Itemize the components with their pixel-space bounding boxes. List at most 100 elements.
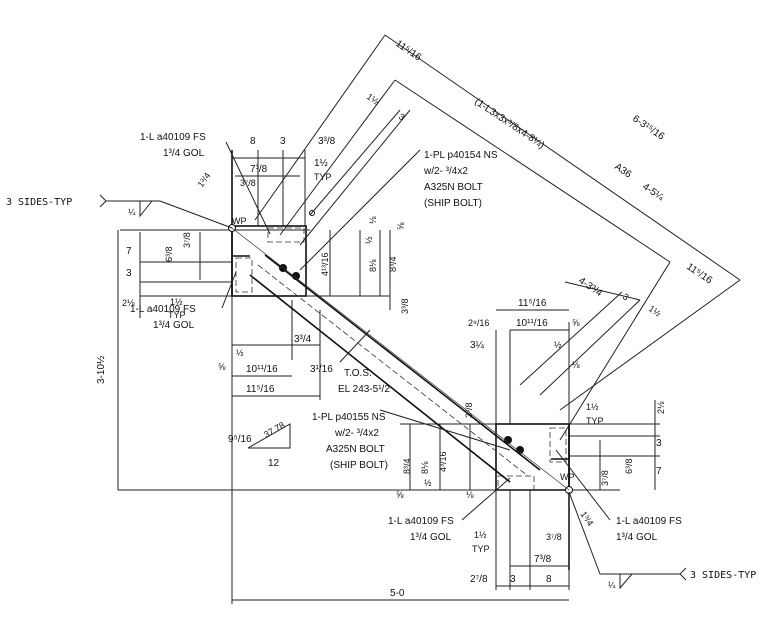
- wp-lower-label: WP: [560, 472, 575, 482]
- weld-fillet-left: [139, 200, 153, 218]
- weld-arrow-left: [159, 200, 233, 229]
- dim-top-3: 3: [280, 136, 286, 147]
- dim-bot-5-8: ⅝: [218, 362, 226, 372]
- dim-r-1-2-b: ½: [424, 478, 432, 488]
- leader-left-angle: [221, 271, 237, 309]
- dim-rb-2-7-8: 2⁷/8: [470, 574, 488, 585]
- dim-bot-10-11-16: 10¹¹/16: [246, 364, 278, 375]
- right-angle-callout: 1-L a40109 FS: [616, 516, 682, 527]
- tos-label: T.O.S.: [344, 368, 372, 379]
- lower-angle-hidden: [549, 427, 567, 463]
- lower-bolts: w/2- ³/4x2: [334, 428, 379, 439]
- dim-left-3-7-8: 3⁷/8: [182, 232, 192, 248]
- dim-r-3-1-4: 3¼: [470, 339, 485, 351]
- bottom-angle-callout: 1-L a40109 FS: [388, 516, 454, 527]
- dim-r-2-1-8: 2⅛: [656, 401, 666, 414]
- dim-rb-typ: TYP: [472, 544, 490, 554]
- brace-member: [231, 34, 741, 491]
- diag-ext-lower: [519, 291, 623, 386]
- dim-mid-1-8: ⅛: [368, 216, 378, 224]
- upper-bolt-spec: A325N BOLT: [424, 182, 483, 193]
- dim-bot-11-5-16: 11⁵/16: [246, 384, 275, 395]
- left-angle-gol: 1³/4 GOL: [153, 320, 195, 331]
- weld-arrow-right: [568, 491, 601, 575]
- dim-mid-1-2: ½: [364, 236, 374, 244]
- dim-r-1-8: ⅛: [572, 360, 580, 370]
- diag-ext-upper: [309, 109, 401, 216]
- upper-angle-gol: 1³/4 GOL: [163, 148, 205, 159]
- dim-mid-5-8: ⅝: [396, 222, 406, 230]
- diag-ext-lower-2: [559, 261, 671, 441]
- brace-edge-top: [264, 254, 541, 471]
- upper-plate-hidden: [267, 227, 305, 243]
- dim-r-5-8-b: ⅝: [396, 490, 404, 500]
- dim-r-4-3-16: 4³/16: [438, 451, 448, 472]
- leader-tos: [339, 329, 371, 363]
- weld-note-left: 3 SIDES-TYP: [6, 197, 72, 208]
- lower-plate-hidden: [497, 475, 535, 491]
- weld-symbol-right: [568, 491, 687, 590]
- dim-diag-3-b: 3: [621, 291, 631, 302]
- dim-mid-3-3-8: 3³/8: [400, 298, 410, 314]
- slope-hyp: 37.78: [262, 420, 287, 440]
- leader-upper-angle: [225, 141, 271, 235]
- dim-left-7: 7: [126, 246, 132, 257]
- dim-r-3: 3: [656, 438, 662, 449]
- dim-diag-3-a: 3: [397, 111, 407, 122]
- lower-ship-bolt: (SHIP BOLT): [330, 460, 388, 471]
- diag-ext-upper: [279, 79, 396, 236]
- member-length: 4-5¼: [640, 181, 666, 204]
- leader-right-angle: [555, 449, 611, 521]
- dim-overall-5-0: 5-0: [390, 588, 405, 599]
- dim-diag-11-5-16-a: 11⁵/16: [393, 38, 423, 63]
- diag-ext-upper: [299, 109, 411, 246]
- brace-centerline: [257, 264, 529, 477]
- dim-mid-4-13-16: 4¹³/16: [320, 252, 330, 276]
- overall-length: 6-3¹⁵/16: [630, 113, 666, 142]
- dim-mid-8-3-4: 8³/4: [388, 256, 398, 272]
- dim-top-1-3-4: 1³/4: [195, 171, 212, 189]
- bolt-lower-1: [504, 436, 512, 444]
- dim-rb-8: 8: [546, 574, 552, 585]
- dim-r-3-7-8: 3⁷/8: [600, 470, 610, 486]
- dim-r-1-3-4: 1³/4: [578, 509, 595, 527]
- dim-r-7: 7: [656, 466, 662, 477]
- weld-tail-right: [679, 567, 687, 581]
- leader-lower-plate: [379, 409, 511, 451]
- dim-left-2-1-8: 2⅛: [122, 298, 135, 308]
- dim-r-1-2: ½: [554, 340, 562, 350]
- weld-note-right: 3 SIDES-TYP: [690, 570, 756, 581]
- dim-left-3: 3: [126, 268, 132, 279]
- lower-bolt-spec: A325N BOLT: [326, 444, 385, 455]
- dim-diag-1-1-2-a: 1½: [365, 91, 381, 107]
- dim-mid-3-3-4: 3³/4: [294, 334, 312, 345]
- dim-top-3-3-8: 3³/8: [318, 136, 336, 147]
- leader-bottom-angle: [461, 477, 511, 521]
- dim-top-1-1-2: 1½: [314, 158, 329, 169]
- dim-height-3-10-1-2: 3-10½: [96, 355, 107, 384]
- work-line: [231, 227, 570, 491]
- dim-r-10-11-16: 10¹¹/16: [516, 318, 548, 329]
- upper-angle-hidden: [235, 257, 253, 293]
- brace-edge-bottom: [249, 274, 511, 483]
- wp-upper-label: WP: [232, 216, 247, 226]
- upper-ship-bolt: (SHIP BOLT): [424, 198, 482, 209]
- diag-dim-member: [394, 79, 671, 263]
- dim-top-8: 8: [250, 136, 256, 147]
- bottom-angle-gol: 1³/4 GOL: [410, 532, 452, 543]
- slope-triangle: [247, 423, 291, 449]
- dim-r-1-1-2: 1½: [586, 402, 599, 412]
- dim-rb-3-7-8: 3⁷/8: [546, 532, 562, 542]
- dim-r-1-8-b: ⅛: [466, 490, 474, 500]
- slope-run: 12: [268, 458, 280, 469]
- weld-size-left: ¼: [128, 207, 136, 217]
- dim-top-3-7-8: 3⁷/8: [240, 178, 256, 188]
- upper-angle-callout: 1-L a40109 FS: [140, 132, 206, 143]
- dim-r-6-3-8: 6³/8: [624, 458, 634, 474]
- dimension-texts: 8 3 3³/8 7³/8 3⁷/8 1½ TYP 1³/4 7 3 2⅛ 6³…: [96, 38, 714, 599]
- lower-plate-callout: 1-PL p40155 NS: [312, 412, 386, 423]
- dim-top-typ: TYP: [314, 172, 332, 182]
- dim-rb-3: 3: [510, 574, 516, 585]
- dim-diag-4-3-3-4: 4-3³/4: [576, 275, 604, 299]
- dim-r-11-5-16: 11⁵/16: [518, 298, 547, 309]
